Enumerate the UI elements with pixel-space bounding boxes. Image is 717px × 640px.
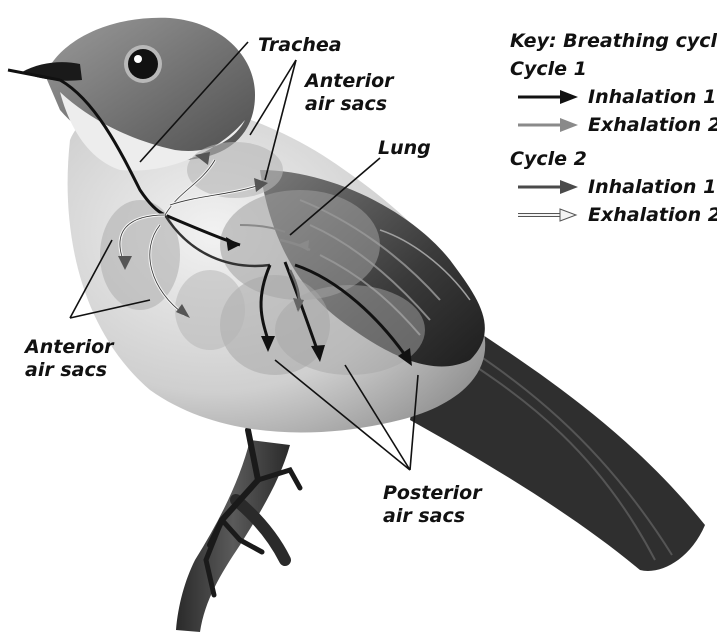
label-anterior-air-sacs-left: Anterior air sacs	[25, 336, 114, 382]
label-anterior-air-sacs-top: Anterior air sacs	[305, 70, 394, 116]
label-line: Anterior	[25, 336, 114, 359]
key-title: Key: Breathing cycles	[510, 30, 717, 53]
cycle2-exhalation-arrow-icon	[518, 208, 578, 222]
key-inhalation-label: Inhalation 1	[588, 86, 716, 109]
label-line: Anterior	[305, 70, 394, 93]
key-exhalation-label: Exhalation 2	[588, 114, 717, 137]
label-line: air sacs	[305, 93, 394, 116]
label-line: air sacs	[25, 359, 114, 382]
key-cycle2-title: Cycle 2	[510, 148, 587, 171]
cycle1-exhalation-arrow-icon	[518, 118, 578, 132]
label-line: air sacs	[383, 505, 482, 528]
key-inhalation-label: Inhalation 1	[588, 176, 716, 199]
key-cycle1-title: Cycle 1	[510, 58, 587, 81]
cycle1-inhalation-arrow-icon	[518, 90, 578, 104]
label-lung: Lung	[378, 137, 431, 160]
cycle2-inhalation-arrow-icon	[518, 180, 578, 194]
key-exhalation-label: Exhalation 2	[588, 204, 717, 227]
label-trachea: Trachea	[258, 34, 342, 57]
label-line: Posterior	[383, 482, 482, 505]
label-posterior-air-sacs: Posterior air sacs	[383, 482, 482, 528]
breathing-cycles-key: Key: Breathing cycles Cycle 1 Inhalation…	[510, 30, 715, 240]
